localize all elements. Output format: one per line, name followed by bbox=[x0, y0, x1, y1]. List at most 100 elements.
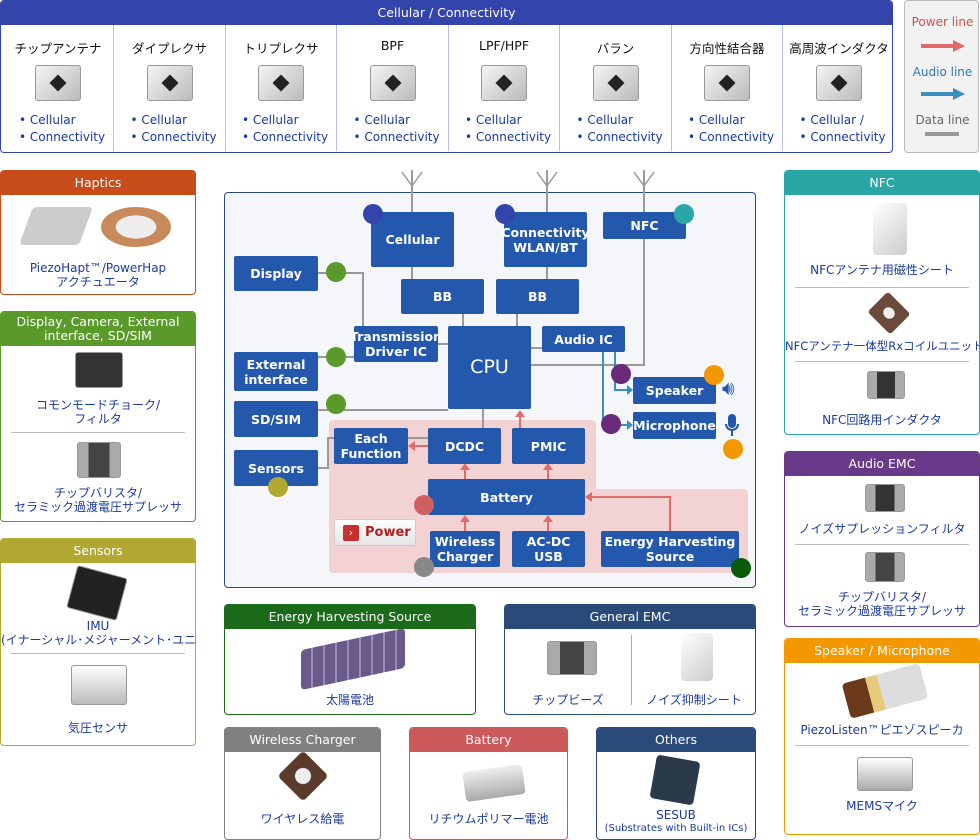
battery-block[interactable]: Battery bbox=[428, 479, 585, 515]
chevron-right-icon: › bbox=[343, 524, 359, 541]
dcdc-block[interactable]: DCDC bbox=[428, 428, 501, 464]
noise-suppression-sheet-image bbox=[681, 633, 713, 681]
bullet-item: • Connectivity bbox=[688, 130, 775, 144]
wireless-charger-panel: Wireless Charger ワイヤレス給電 bbox=[224, 727, 381, 840]
powerhap-image bbox=[101, 207, 171, 247]
audio-ic-block[interactable]: Audio IC bbox=[542, 326, 625, 352]
nfc-dot[interactable] bbox=[674, 204, 694, 224]
product-label[interactable]: NFCアンテナ一体型Rxコイルユニット bbox=[785, 339, 980, 353]
bullet-text: Connectivity bbox=[475, 130, 552, 144]
display-block[interactable]: Display bbox=[234, 256, 318, 291]
wireless-charger-block[interactable]: Wireless Charger bbox=[430, 531, 500, 567]
display-panel: Display, Camera, External interface, SD/… bbox=[0, 311, 196, 522]
cellular-dot[interactable] bbox=[363, 204, 383, 224]
product-label[interactable]: リチウムポリマー電池 bbox=[428, 812, 549, 826]
product-column[interactable]: 高周波インダクタ • Cellular / • Connectivity bbox=[784, 25, 893, 151]
sdsim-block[interactable]: SD/SIM bbox=[234, 401, 318, 437]
sensors-panel: Sensors IMU (イナーシャル･メジャーメント･ユニット) 気圧センサ bbox=[0, 538, 196, 746]
panel-title: NFC bbox=[785, 171, 979, 195]
bb-connectivity-block[interactable]: BB bbox=[496, 279, 579, 314]
product-label[interactable]: 気圧センサ bbox=[67, 721, 128, 735]
product-label[interactable]: 太陽電池 bbox=[325, 693, 374, 707]
transmission-driver-block[interactable]: Transmission Driver IC bbox=[350, 326, 442, 362]
product-name: 高周波インダクタ bbox=[789, 41, 889, 56]
nfc-inductor-image bbox=[867, 371, 905, 399]
cpu-block[interactable]: CPU bbox=[448, 326, 531, 409]
bullet-text: Cellular bbox=[29, 113, 76, 127]
bullet-item: • Cellular bbox=[130, 113, 188, 127]
speaker-block[interactable]: Speaker bbox=[633, 377, 716, 404]
bullet-item: • Cellular bbox=[19, 113, 76, 127]
nfc-block[interactable]: NFC bbox=[603, 212, 686, 239]
acdc-usb-block[interactable]: AC-DC USB bbox=[512, 531, 585, 567]
energy-harvesting-block[interactable]: Energy Harvesting Source bbox=[601, 531, 739, 567]
speaker-dot[interactable] bbox=[704, 365, 724, 385]
product-label[interactable]: ノイズ抑制シート bbox=[646, 693, 742, 707]
product-column[interactable]: トリプレクサ • Cellular • Connectivity bbox=[226, 25, 337, 151]
product-name: チップアンテナ bbox=[14, 41, 102, 56]
bullet-item: • Connectivity bbox=[576, 130, 663, 144]
panel-title: General EMC bbox=[505, 605, 755, 629]
audio-emc-panel: Audio EMC ノイズサプレッションフィルタ チップバリスタ/ セラミック過… bbox=[784, 451, 980, 627]
display-dot[interactable] bbox=[326, 262, 346, 282]
microphone-block[interactable]: Microphone bbox=[633, 412, 716, 439]
pmic-block[interactable]: PMIC bbox=[512, 428, 585, 464]
product-column[interactable]: チップアンテナ • Cellular • Connectivity bbox=[3, 25, 114, 151]
bullet-item: • Connectivity bbox=[353, 130, 440, 144]
product-name: 方向性結合器 bbox=[689, 41, 765, 56]
speaker-icon: 🔊︎ bbox=[722, 376, 735, 400]
speaker-microphone-panel: Speaker / Microphone PiezoListen™ピエゾスピーカ… bbox=[784, 638, 980, 835]
wireless-charger-dot[interactable] bbox=[414, 557, 434, 577]
product-column[interactable]: BPF • Cellular • Connectivity bbox=[338, 25, 449, 151]
panel-title: Sensors bbox=[1, 539, 195, 563]
product-label[interactable]: MEMSマイク bbox=[846, 799, 918, 813]
component-image bbox=[592, 65, 639, 101]
panel-title: Speaker / Microphone bbox=[785, 639, 979, 663]
microphone-audio-emc-dot[interactable] bbox=[601, 414, 621, 434]
lithium-battery-image bbox=[462, 763, 526, 803]
power-arrow-icon bbox=[921, 37, 965, 52]
each-function-block[interactable]: Each Function bbox=[334, 428, 408, 464]
product-label[interactable]: ワイヤレス給電 bbox=[260, 812, 345, 826]
product-label[interactable]: チップバリスタ/ セラミック過渡電圧サプレッサ bbox=[797, 590, 966, 618]
speaker-audio-emc-dot[interactable] bbox=[611, 364, 631, 384]
connectivity-block[interactable]: Connectivity WLAN/BT bbox=[501, 212, 590, 267]
haptics-panel: Haptics PiezoHapt™/PowerHap アクチュエータ bbox=[0, 170, 196, 295]
mems-microphone-image bbox=[857, 757, 913, 791]
power-button-label: Power bbox=[365, 525, 411, 540]
chip-varistor-image bbox=[77, 442, 121, 478]
line-legend: Power line Audio line Data line bbox=[904, 0, 979, 153]
product-label[interactable]: SESUB bbox=[656, 808, 696, 822]
bullet-text: Connectivity bbox=[252, 130, 329, 144]
cellular-block[interactable]: Cellular bbox=[371, 212, 454, 267]
product-column[interactable]: ダイプレクサ • Cellular • Connectivity bbox=[115, 25, 226, 151]
battery-dot[interactable] bbox=[414, 495, 434, 515]
bullet-item: • Connectivity bbox=[19, 130, 106, 144]
sdsim-dot[interactable] bbox=[326, 394, 346, 414]
bb-cellular-block[interactable]: BB bbox=[401, 279, 484, 314]
energy-harvesting-dot[interactable] bbox=[731, 558, 751, 578]
bullet-item: • Cellular bbox=[465, 113, 522, 127]
pressure-sensor-image bbox=[71, 665, 127, 705]
product-label[interactable]: ノイズサプレッションフィルタ bbox=[798, 522, 966, 536]
product-label[interactable]: チップビーズ bbox=[532, 693, 604, 707]
product-label[interactable]: コモンモードチョーク/ フィルタ bbox=[35, 398, 161, 426]
external-interface-block[interactable]: External interface bbox=[234, 352, 318, 391]
product-column[interactable]: LPF/HPF • Cellular • Connectivity bbox=[449, 25, 560, 151]
product-label[interactable]: NFC回路用インダクタ bbox=[822, 413, 942, 427]
product-label[interactable]: PiezoListen™ピエゾスピーカ bbox=[800, 723, 964, 737]
panel-title: Cellular / Connectivity bbox=[1, 1, 892, 25]
product-column[interactable]: 方向性結合器 • Cellular • Connectivity bbox=[672, 25, 783, 151]
external-interface-dot[interactable] bbox=[326, 347, 346, 367]
power-button[interactable]: › Power bbox=[334, 519, 416, 546]
microphone-dot[interactable] bbox=[723, 439, 743, 459]
product-label[interactable]: IMU (イナーシャル･メジャーメント･ユニット) bbox=[1, 619, 196, 647]
product-label[interactable]: チップバリスタ/ セラミック過渡電圧サプレッサ bbox=[13, 486, 182, 514]
panel-title: Energy Harvesting Source bbox=[225, 605, 475, 629]
product-label[interactable]: PiezoHapt™/PowerHap アクチュエータ bbox=[29, 261, 167, 289]
product-label[interactable]: NFCアンテナ用磁性シート bbox=[810, 263, 954, 277]
connectivity-dot[interactable] bbox=[495, 204, 515, 224]
sensors-dot[interactable] bbox=[268, 477, 288, 497]
product-column[interactable]: バラン • Cellular • Connectivity bbox=[561, 25, 672, 151]
others-panel: Others SESUB (Substrates with Built-in I… bbox=[596, 727, 756, 840]
